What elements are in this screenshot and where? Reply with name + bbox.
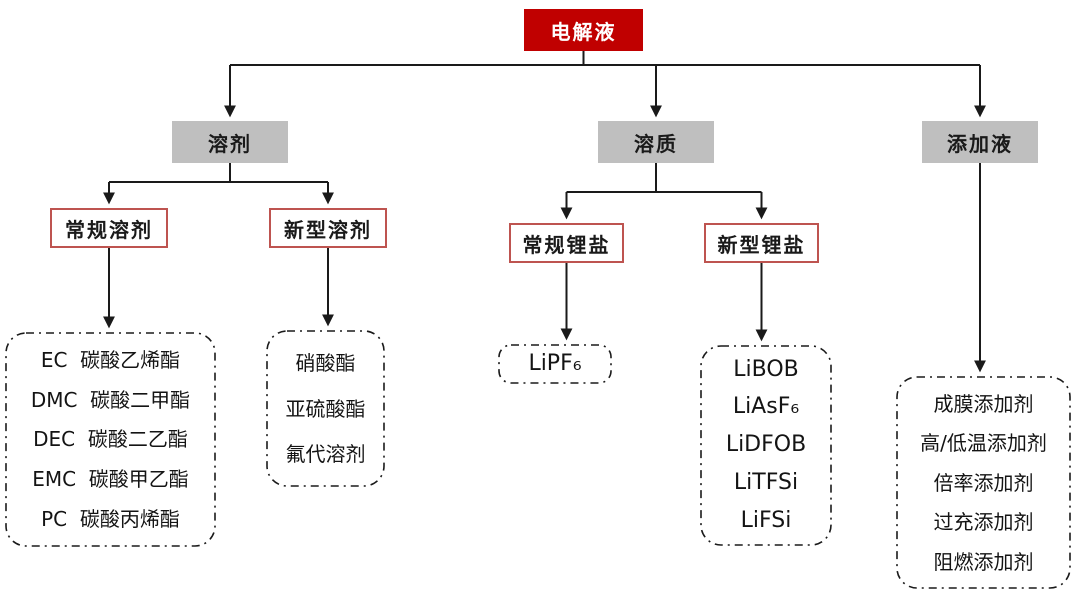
- dashed-outline: [498, 344, 612, 384]
- node-additive: 添加液: [922, 121, 1038, 163]
- leaf-item: LiDFOB: [725, 432, 807, 458]
- leaf-item: EMC 碳酸甲乙酯: [32, 467, 189, 492]
- leaf-item: EC 碳酸乙烯酯: [40, 347, 181, 372]
- leaf-item: LiFSi: [740, 508, 792, 534]
- leaf-new-salts: LiBOB LiAsF₆ LiDFOB LiTFSi LiFSi: [700, 345, 832, 546]
- dashed-outline: [700, 345, 832, 546]
- node-solute: 溶质: [598, 121, 714, 163]
- leaf-item: 亚硫酸酯: [285, 396, 366, 421]
- dashed-outline: [896, 376, 1071, 589]
- leaf-item: 氟代溶剂: [285, 441, 366, 466]
- leaf-item: 倍率添加剂: [933, 470, 1034, 495]
- leaf-item: 成膜添加剂: [933, 391, 1034, 416]
- node-conventional-solvent: 常规溶剂: [50, 208, 168, 248]
- leaf-conventional-solvents: EC 碳酸乙烯酯 DMC 碳酸二甲酯 DEC 碳酸二乙酯 EMC 碳酸甲乙酯 P…: [5, 332, 216, 547]
- node-new-salt: 新型锂盐: [704, 223, 819, 263]
- node-solvent: 溶剂: [172, 121, 288, 163]
- leaf-item: 硝酸酯: [295, 351, 356, 376]
- leaf-item: DMC 碳酸二甲酯: [30, 387, 191, 412]
- leaf-new-solvents: 硝酸酯 亚硫酸酯 氟代溶剂: [266, 330, 385, 487]
- leaf-item: 过充添加剂: [933, 510, 1034, 534]
- leaf-item: LiTFSi: [733, 470, 799, 496]
- node-electrolyte: 电解液: [524, 9, 643, 51]
- leaf-item: LiPF₆: [528, 350, 582, 376]
- leaf-item: 阻燃添加剂: [933, 549, 1034, 574]
- node-new-solvent: 新型溶剂: [269, 208, 387, 248]
- leaf-conventional-salts: LiPF₆: [498, 344, 612, 384]
- dashed-outline: [266, 330, 385, 487]
- leaf-additives: 成膜添加剂 高/低温添加剂 倍率添加剂 过充添加剂 阻燃添加剂: [896, 376, 1071, 589]
- leaf-item: DEC 碳酸二乙酯: [33, 427, 188, 452]
- leaf-item: LiAsF₆: [732, 394, 800, 420]
- dashed-outline: [5, 332, 216, 547]
- node-conventional-salt: 常规锂盐: [509, 223, 624, 263]
- leaf-item: LiBOB: [733, 356, 799, 382]
- leaf-item: 高/低温添加剂: [920, 431, 1047, 455]
- leaf-item: PC 碳酸丙烯酯: [41, 507, 180, 532]
